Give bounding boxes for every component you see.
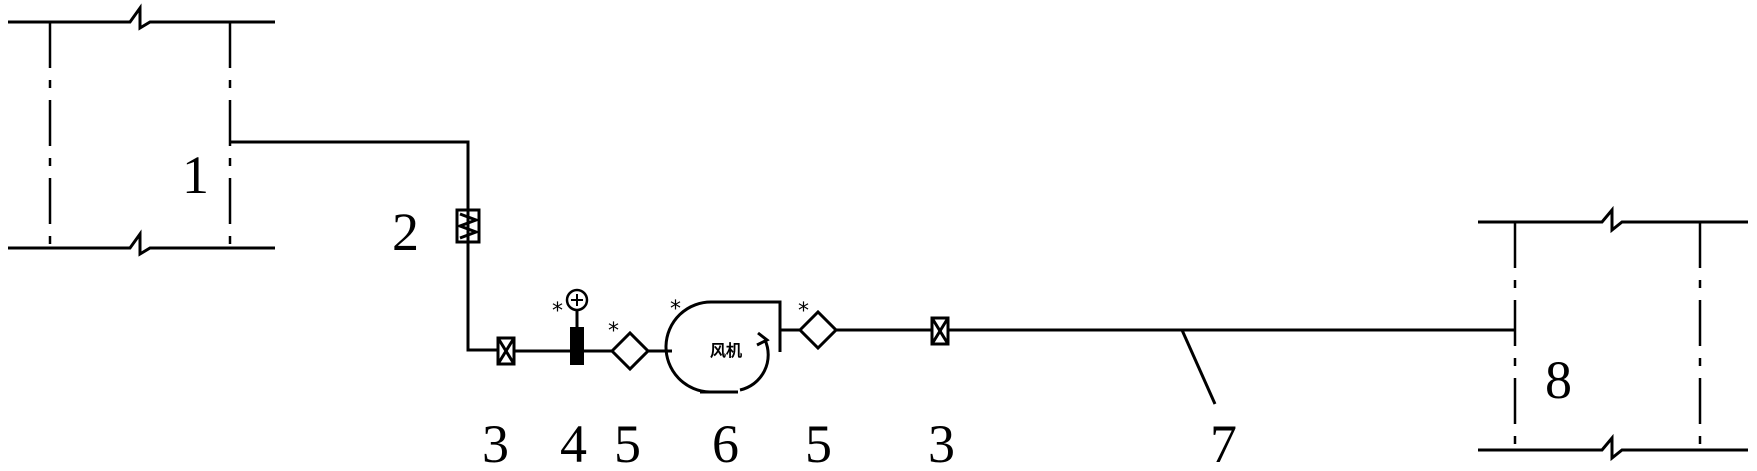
label-6: 6	[712, 414, 739, 471]
outlet-duct	[230, 140, 498, 352]
fan-asterisk: *	[670, 297, 681, 322]
label-3b: 3	[928, 414, 955, 471]
label-5b: 5	[805, 414, 832, 471]
valve-cross-b	[930, 317, 950, 345]
valve-cross-b	[496, 337, 516, 365]
right-room-bottom-wall	[1478, 433, 1748, 462]
fan-arc	[739, 339, 770, 392]
sensor-asterisk: *	[552, 299, 563, 324]
sensor-4: *	[552, 288, 589, 365]
leader-7	[1180, 329, 1217, 405]
left-room	[8, 3, 275, 257]
fan-6: 风机 *	[664, 297, 782, 394]
fan-arrow	[756, 331, 770, 347]
filter-5a: *	[608, 319, 651, 372]
label-8: 8	[1545, 350, 1572, 410]
label-2: 2	[392, 202, 419, 262]
label-1: 1	[182, 145, 209, 205]
right-room-top-wall	[1478, 205, 1748, 234]
gauge-mark	[571, 294, 583, 306]
filter-asterisk: *	[608, 319, 619, 344]
label-7: 7	[1210, 414, 1237, 471]
right-room	[1478, 205, 1748, 462]
flexible-joint-2	[455, 208, 481, 244]
valve-3b	[930, 316, 950, 346]
fan-marker: 风机	[710, 341, 742, 360]
left-room-top-wall	[8, 3, 275, 31]
flexible-joint-zigzag	[455, 212, 481, 240]
filter-asterisk: *	[798, 299, 809, 324]
label-5a: 5	[614, 414, 641, 471]
filter-5b: *	[797, 299, 839, 351]
label-4: 4	[560, 414, 587, 471]
left-room-bottom-wall	[8, 229, 275, 257]
valve-3a	[496, 336, 516, 366]
label-3a: 3	[482, 414, 509, 471]
sensor-body	[570, 327, 584, 365]
fan-housing	[664, 300, 782, 394]
